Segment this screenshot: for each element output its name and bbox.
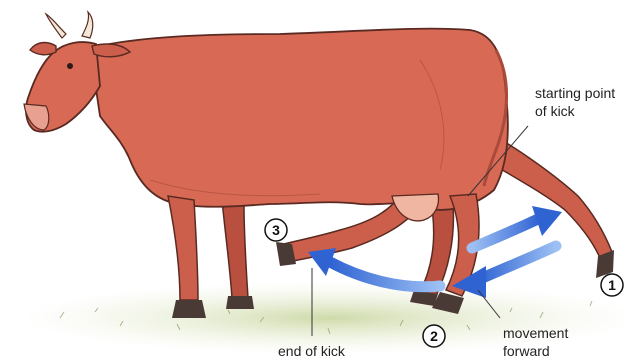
label-movement: movement: [503, 325, 568, 341]
step-marker-2-text: 2: [430, 328, 438, 344]
cow-body: [90, 29, 508, 221]
hoof: [172, 300, 206, 318]
step-marker-1: 1: [601, 274, 623, 296]
horn: [82, 12, 93, 38]
arrow-upper: [472, 218, 540, 248]
label-of-kick: of kick: [535, 103, 576, 119]
step-marker-3: 3: [265, 219, 287, 241]
label-starting-point: starting point: [535, 85, 615, 101]
step-marker-2: 2: [423, 325, 445, 347]
ear: [30, 43, 56, 55]
horn: [46, 14, 66, 38]
label-forward: forward: [503, 343, 550, 359]
label-end-of-kick: end of kick: [278, 343, 346, 359]
step-marker-3-text: 3: [272, 222, 280, 238]
step-marker-1-text: 1: [608, 277, 616, 293]
eye: [67, 63, 73, 69]
hoof: [226, 296, 254, 309]
arrow-upper-return: [478, 246, 556, 280]
muzzle: [24, 104, 49, 130]
